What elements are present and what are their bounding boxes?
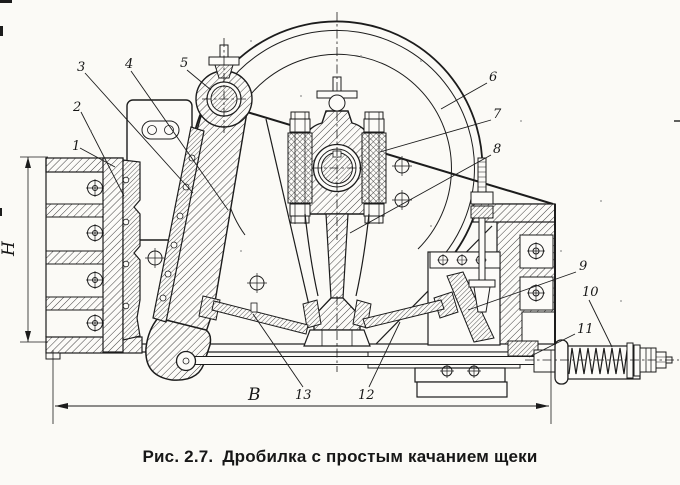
wedge — [446, 271, 495, 343]
rod-eye — [175, 350, 197, 372]
fixed-jaw-wall — [45, 157, 141, 353]
dimension-h-label: H — [0, 240, 19, 257]
callout-4: 4 — [124, 57, 133, 72]
callout-10: 10 — [582, 285, 599, 300]
callout-13: 13 — [295, 388, 312, 403]
callout-1: 1 — [72, 139, 80, 154]
adjusting-bolt — [468, 157, 496, 313]
tension-rod-assembly — [175, 339, 673, 385]
dimension-b-label: B — [247, 385, 261, 405]
figure-title: Дробилка с простым качанием щеки — [222, 447, 538, 466]
callout-7: 7 — [493, 107, 502, 122]
wall-bolts — [86, 179, 104, 332]
figure-caption: Рис. 2.7. Дробилка с простым качанием щек… — [0, 447, 680, 467]
wedge-adjuster — [427, 251, 501, 346]
frame — [45, 99, 557, 398]
callout-6: 6 — [489, 70, 497, 85]
callouts: 1 2 3 4 5 6 7 8 9 10 11 12 13 — [72, 56, 613, 403]
figure-number: Рис. 2.7. — [142, 447, 214, 466]
pitman-web — [325, 213, 349, 299]
fixed-liner-plate — [122, 159, 141, 341]
callout-12: 12 — [358, 388, 375, 403]
bearing-cap-right — [361, 111, 387, 224]
foundation-block — [414, 367, 506, 383]
toggle-plates — [211, 299, 445, 335]
dimension-width: B — [52, 350, 552, 424]
tension-rod — [194, 356, 558, 365]
centerlines — [202, 12, 679, 372]
callout-8: 8 — [493, 142, 501, 157]
front-toggle-plate — [211, 300, 309, 335]
bearing-cap-left — [287, 111, 313, 224]
hole-center-marks — [145, 156, 412, 293]
callout-5: 5 — [180, 56, 188, 71]
callout-2: 2 — [72, 100, 81, 115]
callout-9: 9 — [579, 259, 587, 274]
callout-11: 11 — [577, 322, 594, 337]
rear-toggle-seat — [433, 291, 459, 319]
scan-specks — [0, 0, 680, 302]
dimension-height: H — [0, 156, 48, 343]
spring — [568, 347, 628, 375]
jaw-crusher-drawing: H B 1 2 3 4 5 6 7 8 9 10 11 12 13 — [0, 0, 680, 424]
rear-toggle-plate — [362, 299, 445, 329]
callout-3: 3 — [77, 60, 85, 75]
